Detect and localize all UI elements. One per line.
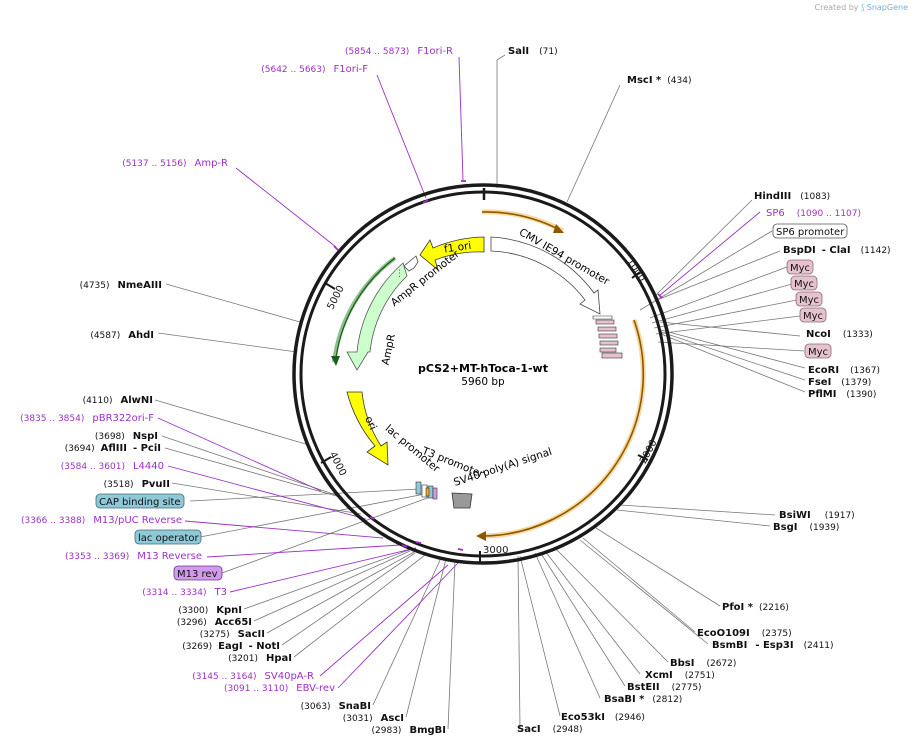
enzyme-eco53ki: Eco53kI(2946) [561, 712, 645, 723]
enzyme-nmeaiii: (4735)NmeAIII [80, 280, 162, 291]
enzyme-bsmbi: BsmBI- Esp3I(2411) [712, 640, 834, 651]
snapgene-watermark: Created by ⟆ SnapGene [815, 3, 908, 12]
enzyme-pflmi: PflMI(1390) [808, 389, 876, 400]
enzyme-sacii: (3275)SacII [200, 629, 265, 640]
feature-leader-lines [189, 230, 805, 574]
enzyme-hpai: (3201)HpaI [228, 653, 292, 664]
myc-label-2: Myc [794, 279, 814, 290]
enzyme-eagi: (3269)EagI- NotI [182, 641, 280, 652]
myc-label-4: Myc [803, 311, 823, 322]
primer-m13-puc-reverse: (3366 .. 3388)M13/pUC Reverse [21, 515, 182, 526]
enzyme-ncoi: NcoI(1333) [806, 329, 873, 340]
enzyme-pfoi: PfoI *(2216) [722, 602, 789, 613]
cap-binding-box [95, 493, 185, 509]
myc-blocks [595, 319, 623, 359]
enzyme-bspdi: BspDI- ClaI(1142) [783, 245, 891, 256]
orf-arc-right-head [476, 531, 486, 541]
enzyme-snabi: (3063)SnaBI [301, 701, 371, 712]
primer-ebv-rev: (3091 .. 3110)EBV-rev [224, 683, 335, 694]
orf-arc-top-line [481, 211, 559, 230]
snapgene-logo-icon: ⟆ [861, 3, 865, 12]
myc-label-5: Myc [808, 347, 828, 358]
enzyme-bmgbi: (2983)BmgBI [372, 725, 446, 736]
enzyme-ecori: EcoRI(1367) [808, 365, 880, 376]
ori-label: ori [362, 414, 379, 431]
myc-box-3 [795, 291, 823, 307]
m13-rev-label: M13 rev [177, 569, 218, 580]
watermark-prefix: Created by [814, 3, 859, 12]
ampr-outer-head [331, 356, 340, 366]
primer-pbr322ori-f: (3835 .. 3854)pBR322ori-F [20, 413, 154, 424]
enzyme-msci: MscI *(434) [627, 75, 691, 86]
primer-l4440: (3584 .. 3601)L4440 [61, 461, 164, 472]
f1-ori-feature [419, 236, 485, 272]
enzyme-saci: SacI(2948) [517, 724, 583, 735]
m13-rev-box [173, 565, 223, 581]
ampr-label: AmpR [380, 333, 398, 366]
enzyme-afliii: (3694)AflIII- PciI [65, 443, 161, 454]
primer-f1ori-r: (5854 .. 5873)F1ori-R [345, 46, 453, 57]
ampr-outer-line [335, 257, 396, 359]
enzyme-fsei: FseI(1379) [808, 377, 871, 388]
primer-sp6: SP6(1090 .. 1107) [766, 208, 861, 219]
myc-box-1 [786, 259, 814, 275]
myc-box-2 [790, 275, 818, 291]
ori-feature [346, 391, 389, 466]
sp6-block [592, 315, 613, 320]
primer-leader-lines [157, 56, 761, 689]
sp6-promoter-box [772, 223, 848, 239]
enzyme-bsiwi: BsiWI(1917) [779, 510, 855, 521]
enzyme-pvuii: (3518)PvuII [104, 479, 170, 490]
enzyme-ahdi: (4587)AhdI [90, 330, 154, 341]
orf-arc-right-line [483, 319, 645, 537]
enzyme-ecoo109i: EcoO109I(2375) [697, 628, 792, 639]
tick-label-1000: 1000 [624, 257, 647, 284]
enzyme-nspi: (3698)NspI [95, 431, 158, 442]
enzyme-alwni: (4110)AlwNI [83, 395, 153, 406]
ampr-feature [346, 262, 408, 371]
ruler-ticks [320, 271, 649, 563]
primer-amp-r: (5137 .. 5156)Amp-R [122, 158, 228, 169]
orf-arc-top-head [553, 224, 564, 233]
enzyme-xcmi: XcmI(2751) [645, 670, 715, 681]
plasmid-name: pCS2+MT-hToca-1-wt [418, 362, 548, 375]
enzyme-bbsi: BbsI(2672) [670, 658, 736, 669]
ampr-promoter-feature [403, 255, 419, 272]
lac-region-features [415, 481, 438, 500]
watermark-brand: SnapGene [866, 3, 908, 12]
enzyme-bsteii: BstEII(2775) [627, 682, 702, 693]
myc-label-1: Myc [790, 263, 810, 274]
tick-label-5000: 5000 [325, 284, 346, 312]
primer-sv40pa-r: (3145 .. 3164)SV40pA-R [192, 671, 314, 682]
enzyme-bsgi: BsgI(1939) [773, 522, 839, 533]
cmv-promoter-feature [490, 236, 601, 315]
enzyme-asci: (3031)AscI [343, 713, 404, 724]
enzyme-hindiii: HindIII(1083) [754, 191, 830, 202]
leader-lines [154, 54, 806, 730]
sp6-promoter-label: SP6 promoter [776, 227, 845, 238]
plasmid-size: 5960 bp [461, 376, 505, 388]
enzyme-kpni: (3300)KpnI [178, 605, 242, 616]
sv40-polya-feature [451, 492, 473, 509]
myc-box-5 [804, 343, 832, 359]
lac-operator-box [134, 529, 202, 545]
enzyme-acc65i: (3296)Acc65I [177, 617, 252, 628]
tick-label-3000: 3000 [483, 545, 508, 556]
lac-operator-label: lac operator [138, 533, 199, 544]
enzyme-sali: SalI(71) [508, 46, 558, 57]
dotted-marks: ⋮ [395, 269, 404, 279]
myc-label-3: Myc [799, 295, 819, 306]
primer-f1ori-f: (5642 .. 5663)F1ori-F [261, 64, 368, 75]
primer-marks [333, 180, 663, 551]
backbone-outer [292, 183, 674, 565]
primer-m13-reverse: (3353 .. 3369)M13 Reverse [65, 551, 202, 562]
enzyme-bsabi: BsaBI *(2812) [604, 694, 682, 705]
cap-binding-label: CAP binding site [99, 497, 181, 508]
myc-box-4 [799, 307, 827, 323]
primer-t3: (3314 .. 3334)T3 [142, 587, 227, 598]
f1-ori-label: f1 ori [443, 240, 472, 256]
